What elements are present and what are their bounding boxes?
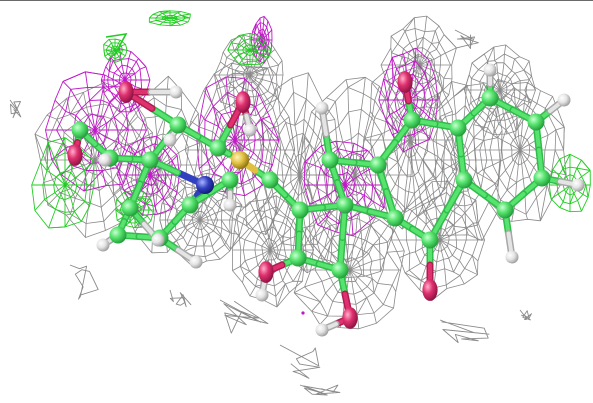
gray-mesh-fragment (219, 299, 269, 334)
green-mesh-blob (227, 32, 272, 66)
oxygen-atom (235, 91, 251, 113)
carbon-atom (321, 151, 339, 169)
gray-mesh-fragment (454, 29, 479, 49)
sulfur-atom (231, 151, 249, 169)
carbon-atom (209, 139, 227, 157)
green-mesh-blob (548, 153, 591, 213)
carbon-atom (71, 121, 89, 139)
magenta-density-speck (301, 311, 305, 315)
hydrogen-atom (223, 198, 237, 212)
gray-mesh-blob (232, 195, 315, 308)
carbon-atom (331, 261, 349, 279)
hydrogen-atom (571, 178, 585, 192)
oxygen-atom (342, 307, 358, 329)
top-border (0, 0, 593, 1)
carbon-atom (121, 199, 139, 217)
gray-mesh-fragment (9, 99, 22, 119)
carbon-atom (386, 209, 404, 227)
hydrogen-atom (255, 288, 269, 302)
hydrogen-atom (169, 85, 183, 99)
green-mesh-fragment (105, 32, 128, 57)
carbon-atom (221, 171, 239, 189)
gray-mesh-fragment (169, 289, 192, 308)
oxygen-atom (118, 81, 134, 103)
carbon-atom (169, 116, 187, 134)
carbon-atom (527, 113, 545, 131)
carbon-atom (496, 201, 514, 219)
green-mesh-blob (148, 10, 191, 27)
carbon-atom (481, 89, 499, 107)
carbon-atom (455, 171, 473, 189)
hydrogen-atom (189, 255, 203, 269)
carbon-atom (141, 151, 159, 169)
carbon-atom (289, 249, 307, 267)
gray-mesh-blob (159, 172, 243, 268)
hydrogen-atom (163, 133, 177, 147)
hydrogen-atom (315, 323, 329, 337)
hydrogen-atom (151, 233, 165, 247)
gray-mesh-fragment (519, 309, 532, 321)
carbon-atom (369, 156, 387, 174)
nitrogen-atom (196, 176, 214, 194)
hydrogen-atom (505, 250, 519, 264)
gray-mesh-blob (409, 81, 503, 241)
magenta-density-mesh (45, 15, 439, 237)
hydrogen-atom (315, 101, 329, 115)
carbon-atom (181, 196, 199, 214)
oxygen-atom (422, 279, 438, 301)
carbon-atom (421, 231, 439, 249)
hydrogen-atom (243, 123, 257, 137)
carbon-atom (449, 119, 467, 137)
oxygen-atom (67, 144, 83, 166)
gray-mesh-fragment (439, 319, 490, 344)
carbon-atom (109, 226, 127, 244)
gray-mesh-fragment (69, 264, 99, 300)
carbon-atom (336, 196, 354, 214)
hydrogen-atom (557, 93, 571, 107)
green-density-mesh (31, 10, 591, 229)
gray-mesh-fragment (279, 344, 321, 379)
gray-mesh-fragment (299, 384, 341, 396)
hydrogen-atom (96, 238, 110, 252)
carbon-atom (533, 169, 551, 187)
stray-mesh-fragments (9, 29, 532, 396)
oxygen-atom (397, 71, 413, 93)
molecule-atoms (67, 63, 585, 337)
gray-mesh-blob (214, 34, 284, 117)
carbon-atom (261, 171, 279, 189)
carbon-atom (291, 201, 309, 219)
hydrogen-atom (483, 63, 497, 77)
oxygen-atom (258, 261, 274, 283)
hydrogen-atom (98, 153, 112, 167)
carbon-atom (403, 111, 421, 129)
